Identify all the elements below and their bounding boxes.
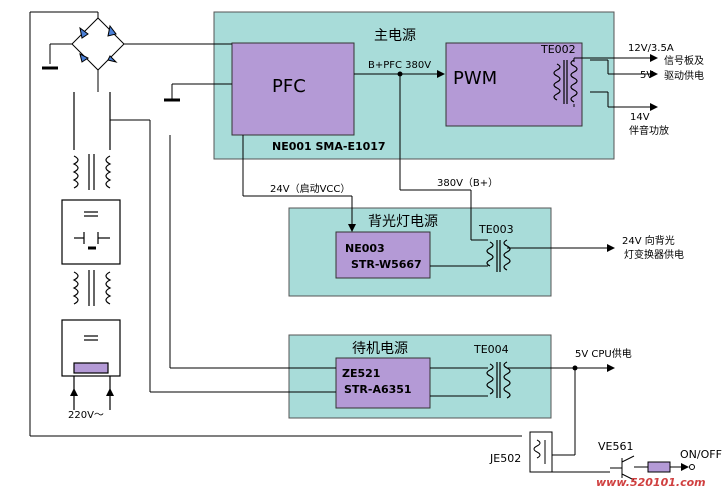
out-14v-value: 14V	[630, 112, 650, 123]
te004-transformer-icon	[486, 361, 511, 399]
out-12v-value: 12V/3.5A	[628, 43, 674, 54]
pfc-label: PFC	[272, 76, 306, 97]
ve561-transistor-icon	[610, 455, 635, 481]
je502-label: JE502	[489, 452, 521, 465]
pwm-label: PWM	[453, 68, 497, 89]
pfc-chip-label: NE001 SMA-E1017	[272, 140, 386, 153]
ze521-module	[335, 357, 431, 409]
ze521-line2: STR-A6351	[344, 383, 412, 396]
out-24v-value: 24V 向背光	[622, 234, 675, 247]
pfc-module	[231, 42, 355, 136]
te003-label: TE003	[478, 223, 514, 236]
out-12v-desc: 信号板及	[664, 54, 704, 67]
out-cpu-value: 5V CPU供电	[575, 347, 632, 360]
te003-transformer-icon	[486, 239, 511, 272]
bridge-rectifier-icon	[71, 17, 125, 71]
main-power-title: 主电源	[374, 28, 416, 44]
ne003-line1: NE003	[345, 242, 385, 255]
ne003-module	[335, 231, 431, 279]
te004-label: TE004	[473, 343, 509, 356]
pwm-module	[445, 42, 583, 127]
je502-relay	[529, 431, 553, 473]
bplus-label: 380V（B+）	[437, 177, 498, 189]
emi-filter-icon	[61, 92, 121, 410]
out-24v-desc: 灯变换器供电	[624, 248, 684, 261]
ve561-label: VE561	[598, 440, 633, 453]
ac-input-label: 220V～	[68, 410, 104, 421]
te002-label: TE002	[540, 43, 576, 56]
vcc24-label: 24V（启动VCC）	[270, 182, 350, 195]
standby-power-title: 待机电源	[352, 341, 408, 357]
ze521-line1: ZE521	[342, 367, 380, 380]
te002-transformer-icon	[553, 59, 578, 104]
watermark-text: www.520101.com	[596, 476, 706, 489]
onoff-resistor	[647, 461, 671, 473]
ne003-line2: STR-W5667	[351, 258, 422, 271]
onoff-label: ON/OFF	[680, 448, 722, 461]
out-5v-value: 5V	[640, 70, 653, 81]
out-14v-desc: 伴音功放	[629, 124, 669, 137]
out-5v-desc: 驱动供电	[664, 69, 704, 82]
backlight-power-title: 背光灯电源	[368, 214, 438, 230]
bpfc-label: B+PFC 380V	[368, 60, 431, 71]
